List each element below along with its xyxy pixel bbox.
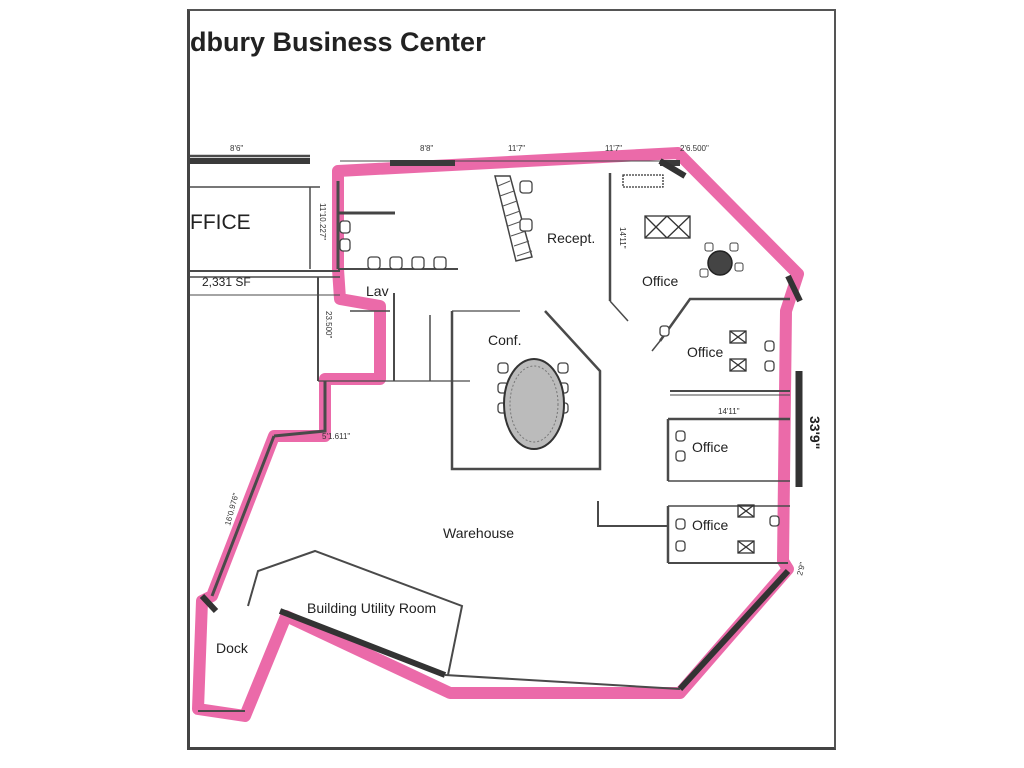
furniture	[339, 180, 780, 552]
room-label-warehouse: Warehouse	[443, 525, 514, 541]
dim-label: 2'6.500"	[680, 144, 709, 153]
room-label-conf: Conf.	[488, 332, 521, 348]
room-label-office-left: FFICE	[190, 211, 251, 234]
room-labels: FFICE 2,331 SF Lav Conf. Recept. Office …	[190, 211, 823, 656]
room-label-office-2: Office	[687, 344, 724, 360]
room-label-office-4: Office	[692, 517, 729, 533]
dim-label: 8'8"	[420, 144, 433, 153]
room-label-dock: Dock	[216, 640, 249, 656]
room-label-office-top: Office	[642, 273, 679, 289]
dimension-labels: 8'6" 8'8" 11'7" 11'7" 2'6.500" 11'10.227…	[223, 144, 807, 577]
round-table	[699, 242, 744, 278]
dim-label: 11'10.227"	[318, 203, 327, 240]
side-dimension-label: 33'9"	[807, 416, 823, 449]
room-label-lav: Lav	[366, 283, 389, 299]
dim-label: 11'7"	[508, 144, 525, 153]
room-label-utility: Building Utility Room	[307, 600, 436, 616]
floor-plan-sheet: dbury Business Center	[187, 9, 836, 750]
plan-title: dbury Business Center	[190, 27, 486, 57]
dim-label: 23.500"	[324, 311, 333, 338]
desks	[622, 174, 755, 554]
floor-plan-drawing: dbury Business Center	[190, 27, 823, 722]
room-label-office-3: Office	[692, 439, 729, 455]
reception-desk	[494, 175, 533, 262]
room-label-recept: Recept.	[547, 230, 595, 246]
dim-label: 5'1.611"	[322, 432, 350, 441]
dim-label: 14'11"	[618, 227, 627, 249]
dim-label: 14'11"	[718, 407, 740, 416]
dim-label: 11'7"	[605, 144, 622, 153]
conference-table	[503, 358, 565, 450]
dim-label: 8'6"	[230, 144, 243, 153]
area-label: 2,331 SF	[202, 275, 251, 289]
dim-label: 2'9"	[795, 561, 807, 576]
